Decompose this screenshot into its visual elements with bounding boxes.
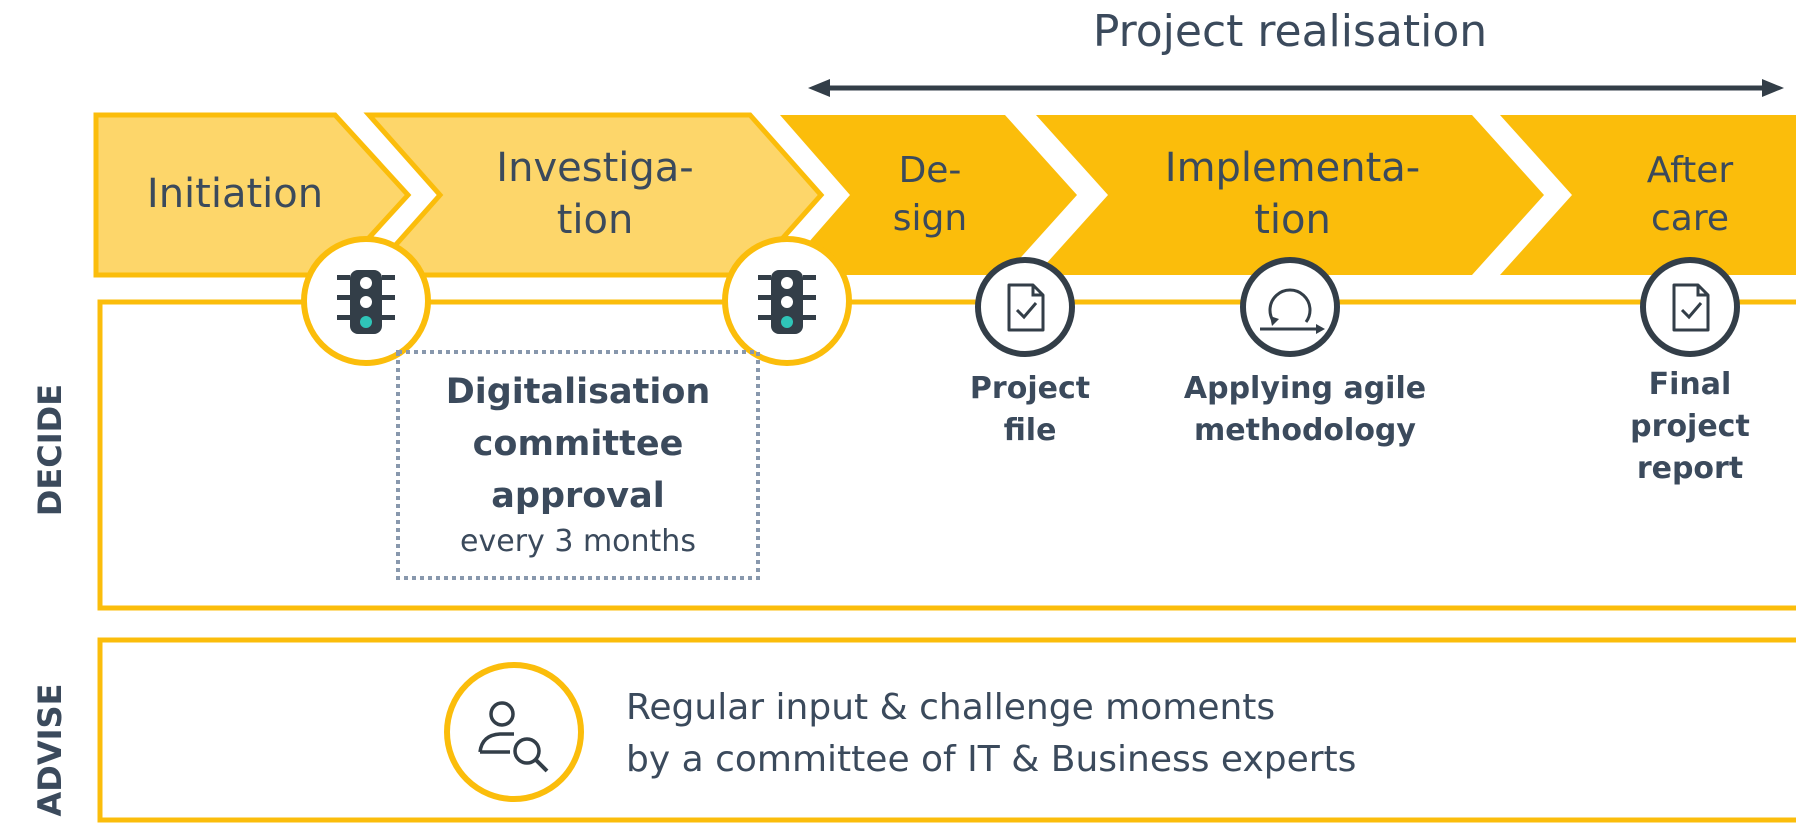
doc-label-line: project <box>1630 409 1750 444</box>
stage-after-care <box>1500 115 1796 275</box>
doc-label-line: Applying agile <box>1183 371 1427 406</box>
stage-label-line: De- <box>898 150 962 191</box>
advise-line: by a committee of IT & Business experts <box>626 739 1357 780</box>
stage-design <box>780 115 1077 275</box>
approval-frequency: every 3 months <box>460 524 696 559</box>
stage-label-line: Implementa- <box>1164 145 1421 191</box>
traffic-light-icon <box>722 236 852 366</box>
agile-cycle-icon <box>1240 257 1340 357</box>
doc-label-line: report <box>1636 451 1744 486</box>
advise-label: ADVISE <box>31 683 69 817</box>
approval-line: approval <box>491 476 665 516</box>
approval-line: Digitalisation <box>445 372 711 412</box>
stage-label-design: De- sign <box>855 147 1005 243</box>
traffic-light-icon <box>301 236 431 366</box>
stage-initiation <box>93 112 412 278</box>
stage-label-initiation: Initiation <box>115 168 355 220</box>
stage-implementation <box>1036 115 1544 275</box>
doc-label-agile: Applying agile methodology <box>1155 368 1455 452</box>
advise-text: Regular input & challenge moments by a c… <box>626 682 1626 786</box>
stage-label-line: tion <box>1254 197 1331 243</box>
advise-panel <box>97 637 1796 823</box>
realisation-arrow <box>808 79 1784 97</box>
stage-label-line: Investiga- <box>496 145 694 191</box>
document-check-icon <box>1640 257 1740 357</box>
stage-label-line: Initiation <box>146 171 324 217</box>
stage-label-line: care <box>1650 198 1729 239</box>
doc-label-line: Final <box>1648 367 1732 402</box>
doc-label-line: Project <box>969 371 1091 406</box>
approval-line: committee <box>472 424 684 464</box>
stage-label-line: sign <box>892 198 968 239</box>
stage-label-line: tion <box>556 197 634 243</box>
doc-label-line: methodology <box>1194 413 1416 448</box>
stage-label-investigation: Investiga- tion <box>450 142 740 246</box>
decide-label: DECIDE <box>31 383 69 517</box>
person-search-icon <box>444 662 584 802</box>
stage-label-line: After <box>1646 150 1734 191</box>
stage-label-implementation: Implementa- tion <box>1120 142 1465 246</box>
doc-label-project-file: Project file <box>930 368 1130 452</box>
project-realisation-title: Project realisation <box>1092 6 1488 57</box>
approval-text: Digitalisation committee approval every … <box>400 366 756 562</box>
stage-label-after-care: After care <box>1600 147 1780 243</box>
doc-label-line: file <box>1003 413 1057 448</box>
approval-box <box>396 350 760 580</box>
doc-label-final-report: Final project report <box>1600 364 1780 490</box>
advise-line: Regular input & challenge moments <box>626 687 1276 728</box>
document-check-icon <box>975 257 1075 357</box>
